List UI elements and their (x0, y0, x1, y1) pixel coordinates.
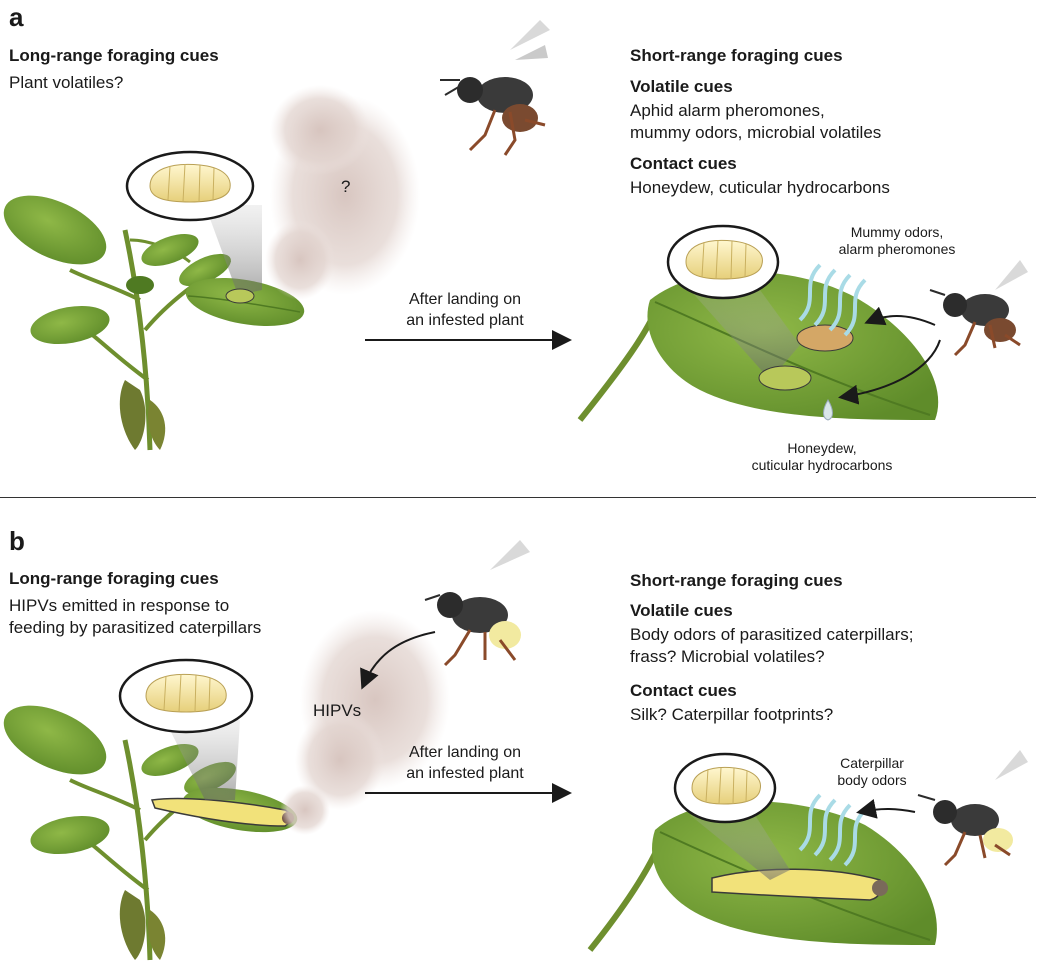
arrow-label-a-line2: an infested plant (355, 310, 575, 331)
volatile-text-a-1: Aphid alarm pheromones, (630, 100, 825, 122)
leaf-b-right (590, 801, 937, 950)
contact-label-a-line1: Honeydew, (722, 440, 922, 457)
volatile-heading-b: Volatile cues (630, 601, 733, 621)
contact-text-a: Honeydew, cuticular hydrocarbons (630, 177, 890, 199)
arrow-label-a-line1: After landing on (355, 289, 575, 310)
volatile-text-a-2: mummy odors, microbial volatiles (630, 122, 881, 144)
long-range-heading-b: Long-range foraging cues (9, 569, 219, 589)
short-range-heading-a: Short-range foraging cues (630, 46, 843, 66)
volatile-heading-a: Volatile cues (630, 77, 733, 97)
contact-label-a: Honeydew, cuticular hydrocarbons (722, 440, 922, 474)
arrow-label-b-line1: After landing on (355, 742, 575, 763)
odor-label-a: Mummy odors, alarm pheromones (822, 224, 972, 258)
wasp-b-top (425, 540, 530, 665)
long-range-text-b-1: HIPVs emitted in response to (9, 595, 229, 617)
contact-text-b: Silk? Caterpillar footprints? (630, 704, 833, 726)
wasp-a-top (440, 20, 550, 155)
short-range-heading-b: Short-range foraging cues (630, 571, 843, 591)
contact-label-a-line2: cuticular hydrocarbons (722, 457, 922, 474)
panel-letter-b: b (9, 526, 25, 557)
odor-label-a-line1: Mummy odors, (822, 224, 972, 241)
long-range-heading-a: Long-range foraging cues (9, 46, 219, 66)
arrow-label-a: After landing on an infested plant (355, 289, 575, 331)
panel-divider (0, 497, 1036, 498)
plume-label-b: HIPVs (313, 700, 361, 722)
contact-heading-a: Contact cues (630, 154, 737, 174)
long-range-text-b-2: feeding by parasitized caterpillars (9, 617, 261, 639)
long-range-text-a: Plant volatiles? (9, 72, 123, 94)
odor-label-b-line1: Caterpillar (812, 755, 932, 772)
arrow-label-b-line2: an infested plant (355, 763, 575, 784)
wasp-b-right (918, 750, 1028, 865)
arrow-label-b: After landing on an infested plant (355, 742, 575, 784)
panel-letter-a: a (9, 2, 23, 33)
plant-b (0, 691, 301, 960)
odor-label-b: Caterpillar body odors (812, 755, 932, 789)
wasp-a-right (930, 260, 1028, 355)
volatile-text-b-2: frass? Microbial volatiles? (630, 646, 825, 668)
volatile-text-b-1: Body odors of parasitized caterpillars; (630, 624, 913, 646)
odor-label-a-line2: alarm pheromones (822, 241, 972, 258)
odor-label-b-line2: body odors (812, 772, 932, 789)
plume-label-a: ? (341, 176, 350, 198)
contact-heading-b: Contact cues (630, 681, 737, 701)
